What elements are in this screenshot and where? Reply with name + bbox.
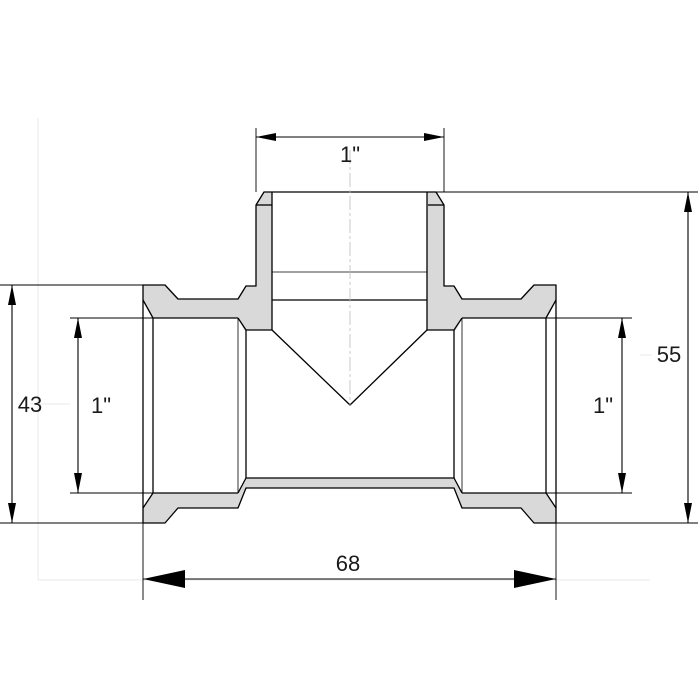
arrowhead-left	[143, 570, 185, 588]
length-label: 68	[336, 551, 360, 576]
left-thread-label: 1"	[91, 393, 111, 418]
arrowhead-down	[8, 503, 16, 523]
arrowhead-down	[684, 503, 692, 523]
wall-hatching	[143, 192, 556, 523]
arrowhead-up	[618, 318, 626, 338]
arrowhead-down	[618, 473, 626, 493]
dimension-left-thread: 1"	[74, 318, 111, 493]
dimension-length: 68	[143, 551, 556, 588]
arrowhead-down	[74, 473, 82, 493]
arrowhead-up	[684, 192, 692, 212]
inner-bore-lines	[142, 192, 557, 509]
arrowhead-right	[514, 570, 556, 588]
arrowhead-right	[424, 133, 444, 141]
arrowhead-up	[74, 318, 82, 338]
total-height-label: 55	[657, 342, 681, 367]
height-label: 43	[18, 392, 42, 417]
arrowhead-left	[256, 133, 276, 141]
dimension-height: 43	[8, 285, 42, 523]
extension-lines	[0, 128, 698, 600]
top-thread-label: 1"	[340, 142, 360, 167]
dimension-right-thread: 1"	[593, 318, 626, 493]
arrowhead-up	[8, 285, 16, 305]
dimension-top-thread: 1"	[256, 133, 444, 167]
right-thread-label: 1"	[593, 393, 613, 418]
dimension-total-height: 55	[657, 192, 692, 523]
tee-outer-contour	[142, 191, 557, 524]
guide-lines	[30, 118, 652, 581]
